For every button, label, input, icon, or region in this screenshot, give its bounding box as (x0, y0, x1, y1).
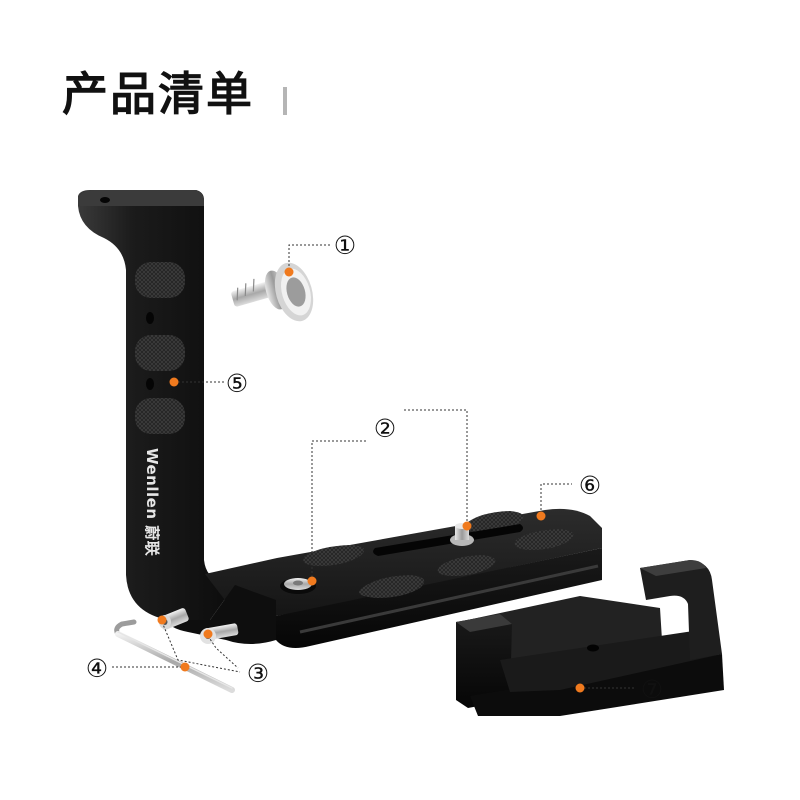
callout-3: ③ (247, 659, 269, 688)
marker-dot (536, 511, 546, 521)
knurl-pad (135, 398, 185, 434)
d-ring-screw (231, 262, 314, 322)
plate-slot (373, 524, 523, 556)
brand-mark: Wenllen 蔚联 (143, 448, 161, 557)
marker-dot (307, 576, 317, 586)
page-title: 产品清单 (62, 67, 254, 121)
plate-knurl-pad (437, 555, 496, 576)
part-markers (157, 267, 585, 693)
marker-dot (169, 377, 179, 387)
callout-1: ① (334, 231, 356, 260)
marker-dot (203, 629, 213, 639)
callout-5: ⑤ (226, 369, 248, 398)
dovetail-groove (299, 564, 599, 634)
bracket-top-edge (80, 190, 204, 206)
plate-front-face (276, 548, 602, 648)
plate-knurl-pad (359, 575, 425, 598)
marker-dot (462, 521, 472, 531)
l-bracket: Wenllen 蔚联 (78, 190, 602, 648)
side-hole (146, 312, 154, 324)
clamp-right-jaw (640, 560, 722, 660)
phone-clamp (456, 560, 724, 716)
marker-dot (180, 662, 190, 672)
plate-left-block (168, 585, 276, 644)
knurl-pad (135, 335, 185, 371)
plate-knurl-pad (303, 545, 365, 566)
callout-7: ⑦ (641, 675, 663, 704)
marker-dot (575, 683, 585, 693)
callout-4: ④ (86, 654, 108, 683)
clamp-left-jaw (456, 614, 512, 708)
clamp-base-face (470, 654, 724, 716)
marker-dot (284, 267, 294, 277)
callout-2: ② (374, 414, 396, 443)
callout-labels: ① ② ③ ④ ⑤ ⑥ ⑦ (86, 231, 663, 704)
title-divider (283, 87, 287, 115)
hex-key (114, 619, 235, 693)
clamp-hole (587, 644, 599, 652)
plate-knurl-pad (514, 529, 574, 550)
marker-dot (157, 615, 167, 625)
callout-6: ⑥ (579, 471, 601, 500)
front-screw (280, 578, 316, 594)
bracket-top-hole (100, 197, 110, 203)
knurl-pad (135, 262, 185, 298)
side-hole (146, 378, 154, 390)
leader-lines (112, 244, 636, 689)
